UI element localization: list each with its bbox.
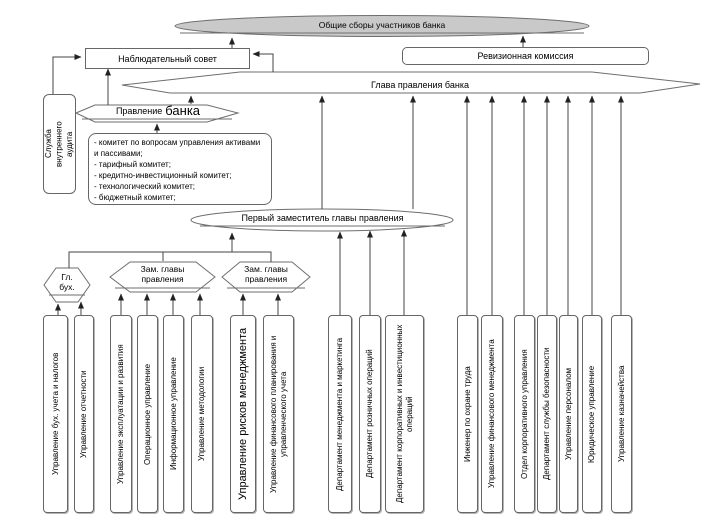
board-label-word2: банка bbox=[165, 102, 201, 118]
dept-column-operacionnoe: Операционное управление bbox=[137, 315, 158, 513]
deputy2-hexagon-shape bbox=[221, 261, 311, 293]
chief-accountant-label: Гл. бух. bbox=[59, 271, 75, 292]
dept-column-yuridicheskoe: Юридическое управление bbox=[582, 315, 602, 513]
revision-commission-label: Ревизионная комиссия bbox=[477, 51, 574, 61]
dept-column-roznichnyh: Департамент розничных операций bbox=[359, 315, 381, 513]
dept-column-korporativnyh: Департамент корпоративных и инвестиционн… bbox=[385, 315, 424, 513]
chief-accountant-hexagon-shape bbox=[43, 267, 91, 303]
head-hexagon-shape bbox=[121, 71, 701, 94]
dept-label: Юридическое управление bbox=[587, 365, 596, 463]
dept-label: Управление отчетности bbox=[79, 370, 88, 458]
head-of-board-label: Глава правления банка bbox=[371, 80, 469, 91]
dept-label: Управление методологии bbox=[197, 366, 206, 462]
dept-label: Операционное управление bbox=[142, 363, 152, 465]
meeting-label: Общие сборы участников банка bbox=[318, 19, 446, 30]
revision-commission-node: Ревизионная комиссия bbox=[402, 47, 649, 65]
deputy1-hexagon-shape bbox=[109, 261, 216, 293]
deputy2-label: Зам. главы правления bbox=[244, 264, 288, 284]
dept-column-fin-planirovaniya: Управление финансового планирования и уп… bbox=[263, 315, 294, 513]
board-hexagon-shape bbox=[74, 104, 240, 123]
dept-column-informacionnoe: Информационное управление bbox=[163, 315, 184, 513]
connectors bbox=[52, 35, 624, 315]
dept-column-otchetnosti: Управление отчетности bbox=[74, 315, 94, 513]
committees-list-node: - комитет по вопросам управления активам… bbox=[88, 133, 272, 205]
dept-label: Управление финансового планирования и уп… bbox=[268, 335, 288, 493]
dept-column-ekspluatacii: Управление эксплуатации и развития bbox=[110, 315, 132, 513]
dept-column-personalom: Управление персоналом bbox=[559, 315, 578, 513]
dept-label: Департамент службы безопасности bbox=[542, 347, 551, 481]
dept-label: Управление казначейства bbox=[616, 365, 626, 463]
dept-label: Управление эксплуатации и развития bbox=[116, 344, 125, 484]
dept-column-menedzhmenta-marketinga: Департамент менеджмента и маркетинга bbox=[328, 315, 352, 513]
board-label: Правление банка bbox=[84, 103, 232, 119]
meeting-ellipse-shape bbox=[174, 15, 590, 37]
dept-column-metodologii: Управление методологии bbox=[191, 315, 213, 513]
committee-item: - бюджетный комитет; bbox=[94, 193, 176, 202]
dept-column-buh-ucheta: Управление бух. учета и налогов bbox=[43, 315, 68, 513]
dept-label: Управление финансового менеджмента bbox=[487, 339, 496, 489]
committee-item: - технологический комитет; bbox=[94, 182, 195, 191]
supervisory-board-node: Наблюдательный совет bbox=[85, 48, 250, 69]
dept-label: Управление рисков менеджмента bbox=[236, 327, 249, 501]
supervisory-board-label: Наблюдательный совет bbox=[118, 53, 217, 64]
internal-audit-node: Служба внутреннего аудита bbox=[43, 94, 76, 194]
board-label-word1: Правление bbox=[115, 105, 163, 116]
dept-column-riskov: Управление рисков менеджмента bbox=[230, 315, 256, 513]
dept-label: Информационное управление bbox=[168, 357, 178, 471]
first-deputy-label: Первый заместитель главы правления bbox=[241, 213, 404, 224]
dept-column-ohrana-truda: Инженер по охране труда bbox=[457, 315, 478, 513]
dept-column-kaznacheystva: Управление казначейства bbox=[611, 315, 632, 513]
dept-label: Департамент розничных операций bbox=[365, 349, 374, 479]
dept-label: Управление персоналом bbox=[563, 367, 573, 461]
committee-item: - комитет по вопросам управления активам… bbox=[94, 138, 261, 158]
committee-item: - кредитно-инвестиционный комитет; bbox=[94, 171, 232, 180]
dept-column-korp-upravleniya: Отдел корпоративного управления bbox=[514, 315, 535, 513]
dept-column-fin-menedzhmenta: Управление финансового менеджмента bbox=[481, 315, 503, 513]
internal-audit-label: Служба внутреннего аудита bbox=[43, 121, 74, 167]
dept-label: Инженер по охране труда bbox=[462, 366, 472, 462]
dept-column-bezopasnosti: Департамент службы безопасности bbox=[537, 315, 557, 513]
dept-label: Департамент корпоративных и инвестиционн… bbox=[394, 324, 414, 504]
deputy1-label: Зам. главы правления bbox=[140, 264, 185, 284]
committee-item: - тарифный комитет; bbox=[94, 160, 171, 169]
dept-label: Департамент менеджмента и маркетинга bbox=[335, 337, 344, 491]
dept-label: Управление бух. учета и налогов bbox=[50, 352, 60, 476]
dept-label: Отдел корпоративного управления bbox=[519, 349, 529, 479]
